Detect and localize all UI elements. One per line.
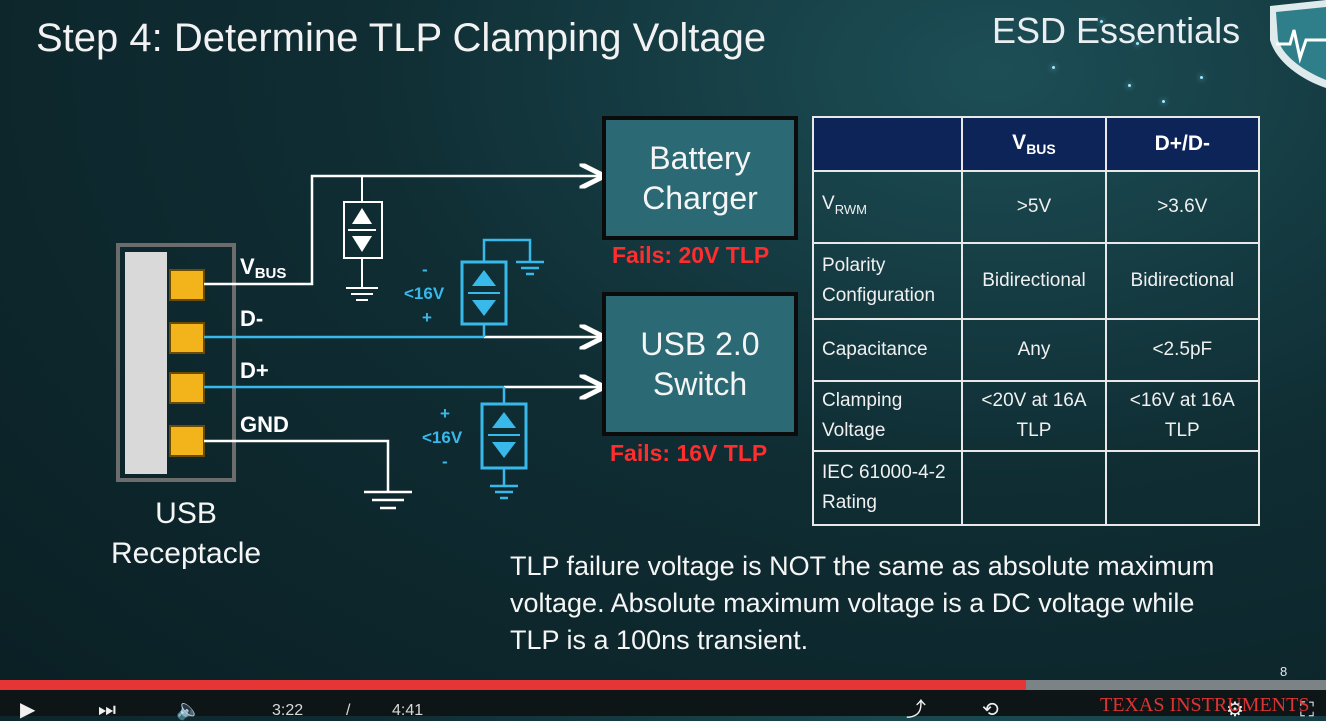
pin-vbus-pad [169,269,205,301]
page-number: 8 [1280,664,1288,679]
pin-label-vbus: VBUS [240,254,287,282]
video-progress-played[interactable] [0,680,1027,690]
ti-logo: TEXAS INSTRUMENTS [1100,694,1310,716]
pin-label-gnd: GND [240,412,289,437]
next-icon[interactable]: ⏭ [98,699,116,721]
tvs-top-voltage: <16V [404,284,445,303]
tvs-bottom-plus: + [440,404,450,423]
play-icon[interactable]: ▶ [20,699,36,721]
total-time: 4:41 [392,702,424,719]
slide: Step 4: Determine TLP Clamping Voltage E… [36,0,1326,679]
pin-gnd-pad [169,425,205,457]
row-label-vrwm: VRWM [811,170,964,244]
tvs-top-minus: - [422,260,428,279]
switch-fail-label: Fails: 16V TLP [610,440,768,466]
table-row: VRWM >5V >3.6V [811,170,1261,244]
star-decoration [1052,66,1055,69]
table-header-data: D+/D- [1104,116,1261,172]
tvs-bottom-voltage: <16V [422,428,463,447]
vbus-wire [204,176,602,286]
brand-title: ESD Essentials [992,10,1241,51]
tvs-top-plus: + [422,308,432,327]
cell-data-capacitance: <2.5pF [1104,318,1261,382]
cell-vbus-polarity: Bidirectional [961,242,1107,320]
share-icon[interactable]: ⤴ [906,699,926,721]
slide-note: TLP failure voltage is NOT the same as a… [510,551,1215,655]
battery-fail-label: Fails: 20V TLP [612,242,770,268]
star-decoration [1128,84,1131,87]
cell-vbus-iec [961,450,1107,526]
fullscreen-icon[interactable]: ⛶ [1300,699,1314,721]
table-row: Capacitance Any <2.5pF [811,318,1261,382]
row-label-capacitance: Capacitance [811,318,964,382]
speed-icon[interactable]: ⟲ [982,699,999,721]
star-decoration [1136,42,1139,45]
gnd-wire [204,439,390,492]
table-header-vbus: VBUS [961,116,1107,172]
volume-icon[interactable]: 🔈 [176,699,201,721]
settings-icon[interactable]: ⚙ [1226,699,1244,721]
usb-receptacle [116,243,236,482]
slide-title: Step 4: Determine TLP Clamping Voltage [36,16,767,60]
pin-dminus-pad [169,322,205,354]
pin-label-dminus: D- [240,306,264,331]
cell-data-iec [1104,450,1261,526]
video-controls: ▶ ⏭ 🔈 3:22 / 4:41 ⤴ ⟲ ⚙ ⛶ [0,690,1326,720]
pin-dplus-pad [169,372,205,404]
cell-data-vrwm: >3.6V [1104,170,1261,244]
star-decoration [1162,100,1165,103]
time-separator: / [346,702,351,719]
table-header-empty [811,116,964,172]
circuit-diagram [116,0,820,500]
cell-data-polarity: Bidirectional [1104,242,1261,320]
pin-label-dplus: D+ [240,358,269,383]
cell-vbus-vrwm: >5V [961,170,1107,244]
star-decoration [1100,20,1103,23]
tvs-bottom-minus: - [442,452,448,471]
cell-vbus-capacitance: Any [961,318,1107,382]
usb-tongue [125,252,167,474]
current-time: 3:22 [272,702,304,719]
star-decoration [1200,76,1203,79]
shield-heartbeat-icon [1270,0,1326,88]
usb-receptacle-label: USB Receptacle [110,497,262,570]
